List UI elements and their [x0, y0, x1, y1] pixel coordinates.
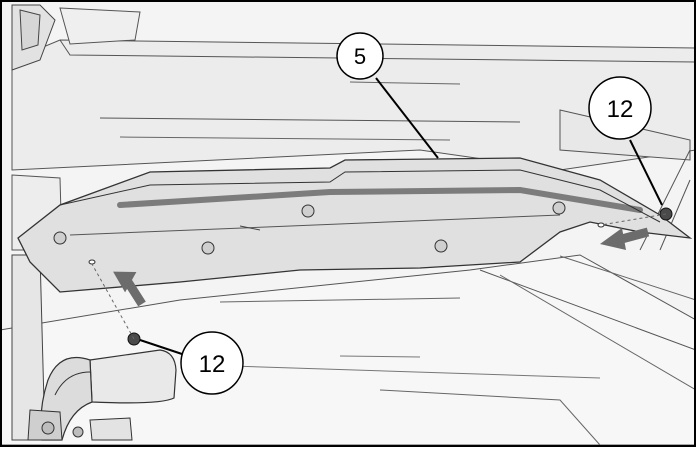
direction-arrow-right [600, 227, 650, 250]
leader-lines [139, 77, 663, 356]
direction-arrow-left [113, 271, 146, 307]
callout-label-12-left: 12 [199, 351, 226, 378]
callout-12-left: 12 [180, 331, 244, 395]
callout-label-12-right: 12 [607, 96, 634, 123]
callout-12-right: 12 [588, 76, 652, 140]
fastener-left [91, 263, 141, 346]
callout-label-5: 5 [354, 44, 366, 69]
fastener-right [600, 207, 673, 226]
handle-assembly [27, 349, 177, 441]
callout-5: 5 [336, 32, 384, 80]
